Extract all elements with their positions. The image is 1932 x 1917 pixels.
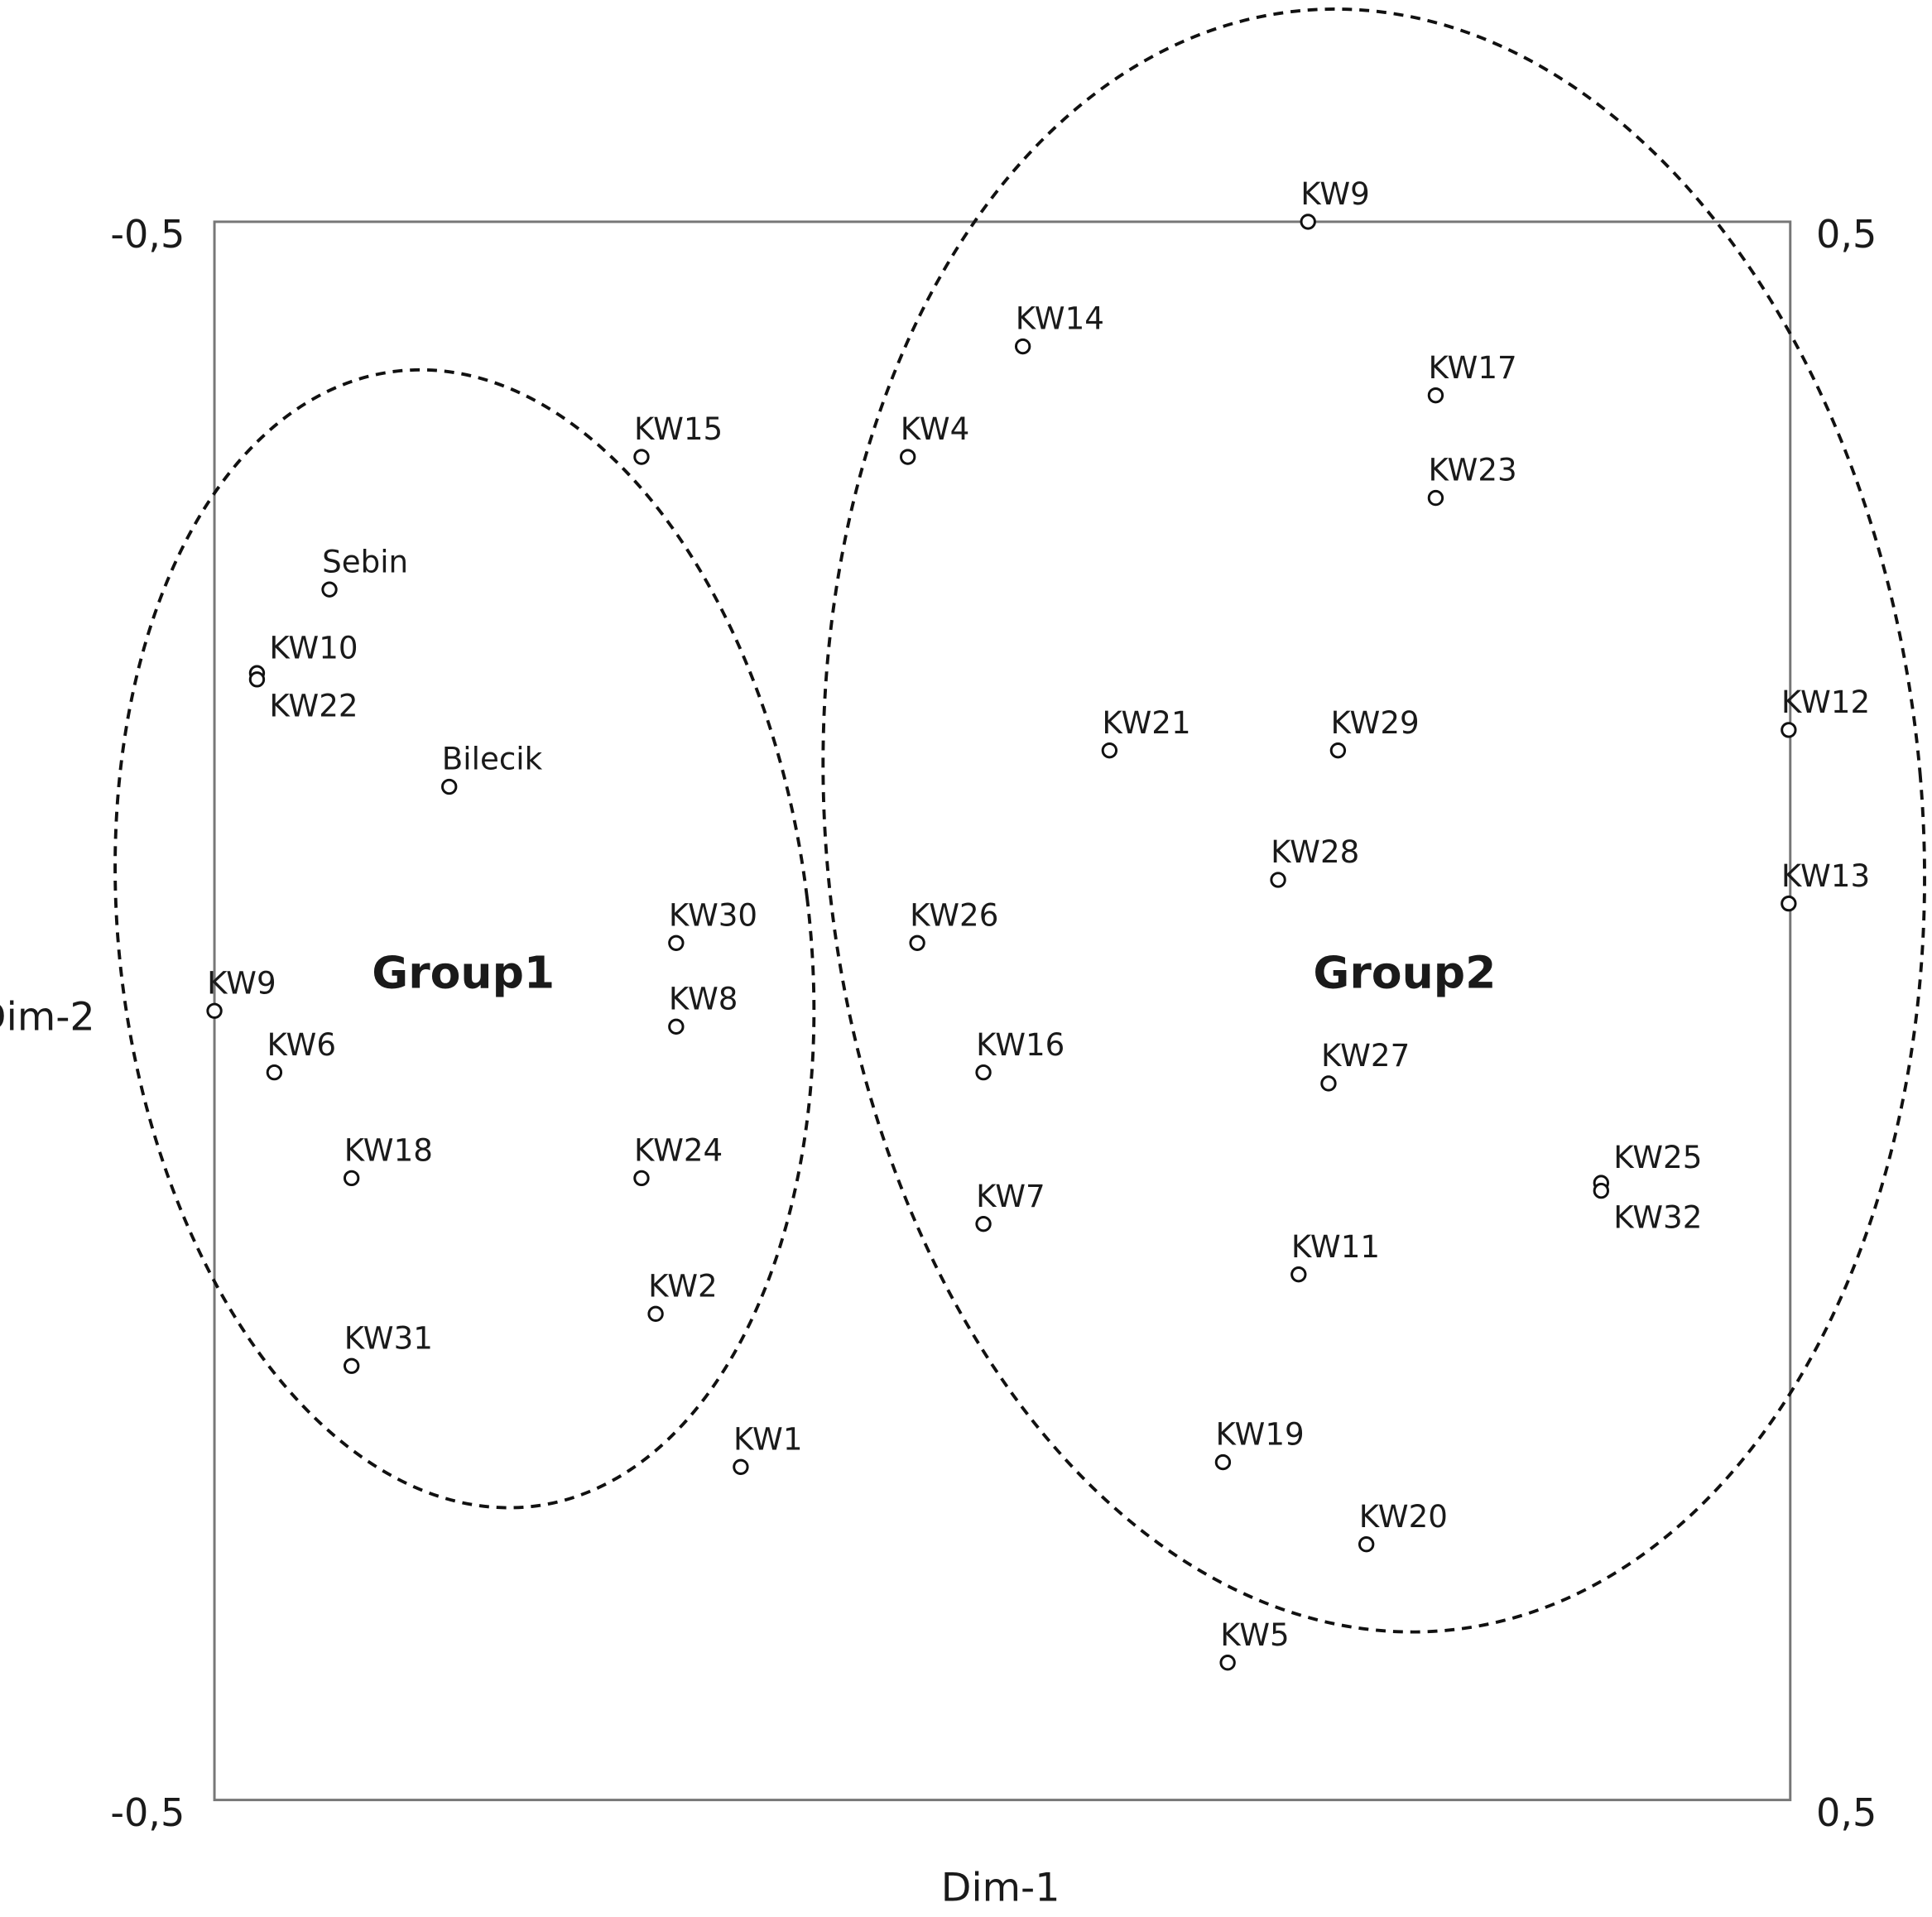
data-label: KW9 bbox=[207, 964, 276, 1001]
data-point bbox=[344, 1170, 360, 1187]
data-point bbox=[321, 581, 338, 598]
data-label: KW22 bbox=[269, 688, 358, 724]
data-label: KW17 bbox=[1428, 349, 1516, 386]
data-point bbox=[1290, 1266, 1307, 1283]
data-label: KW14 bbox=[1016, 300, 1104, 337]
data-point bbox=[441, 778, 458, 795]
data-label: KW15 bbox=[634, 411, 723, 447]
data-label: KW16 bbox=[976, 1026, 1065, 1063]
data-point bbox=[206, 1002, 223, 1019]
data-label: KW8 bbox=[669, 980, 738, 1016]
data-point bbox=[1270, 872, 1286, 888]
plot-frame bbox=[213, 220, 1792, 1802]
data-point bbox=[1781, 722, 1797, 738]
data-point bbox=[733, 1458, 749, 1475]
group-label-group1: Group1 bbox=[372, 947, 555, 999]
data-point bbox=[647, 1305, 664, 1323]
data-point bbox=[1300, 214, 1316, 230]
data-point bbox=[1014, 338, 1031, 355]
data-label: KW25 bbox=[1613, 1139, 1702, 1175]
data-point bbox=[248, 671, 266, 688]
data-label: KW13 bbox=[1781, 858, 1870, 894]
data-point bbox=[1427, 489, 1444, 507]
data-label: KW21 bbox=[1102, 704, 1190, 741]
data-point bbox=[975, 1215, 992, 1232]
data-point bbox=[668, 934, 685, 951]
data-label: Sebin bbox=[322, 543, 408, 579]
data-point bbox=[1101, 742, 1118, 759]
corner-label-bottom-left: -0,5 bbox=[110, 1790, 185, 1835]
data-point bbox=[1219, 1655, 1236, 1671]
data-label: KW28 bbox=[1271, 834, 1359, 870]
data-label: KW19 bbox=[1215, 1416, 1304, 1453]
data-point bbox=[266, 1064, 283, 1081]
data-label: KW20 bbox=[1359, 1498, 1448, 1535]
data-label: KW1 bbox=[733, 1420, 803, 1457]
data-point bbox=[1214, 1453, 1232, 1471]
data-label: KW18 bbox=[344, 1132, 433, 1169]
data-point bbox=[1427, 387, 1444, 404]
data-label: KW24 bbox=[634, 1132, 723, 1169]
data-point bbox=[633, 1170, 650, 1187]
data-label: KW12 bbox=[1781, 684, 1870, 720]
data-label: Bilecik bbox=[442, 741, 543, 777]
data-point bbox=[1329, 742, 1347, 759]
corner-label-bottom-right: 0,5 bbox=[1816, 1790, 1877, 1835]
data-label: KW26 bbox=[910, 896, 998, 933]
corner-label-top-right: 0,5 bbox=[1816, 212, 1877, 257]
data-point bbox=[633, 449, 650, 465]
data-label: KW10 bbox=[269, 629, 358, 665]
data-point bbox=[1593, 1182, 1609, 1199]
data-point bbox=[1358, 1536, 1375, 1553]
group-ellipse-group2 bbox=[821, 7, 1926, 1634]
data-point bbox=[344, 1357, 360, 1374]
data-label: KW31 bbox=[344, 1319, 433, 1356]
data-label: KW9 bbox=[1300, 175, 1370, 212]
y-axis-label: Dim-2 bbox=[0, 994, 95, 1040]
data-point bbox=[1320, 1075, 1337, 1092]
data-point bbox=[1781, 895, 1797, 912]
data-label: KW6 bbox=[267, 1026, 336, 1063]
data-label: KW5 bbox=[1220, 1617, 1290, 1653]
data-label: KW23 bbox=[1428, 452, 1516, 488]
group-label-group2: Group2 bbox=[1313, 947, 1496, 999]
corner-label-top-left: -0,5 bbox=[110, 212, 185, 257]
data-label: KW11 bbox=[1291, 1228, 1380, 1265]
data-point bbox=[668, 1018, 685, 1035]
data-label: KW2 bbox=[648, 1268, 718, 1304]
data-point bbox=[900, 449, 916, 465]
data-label: KW27 bbox=[1321, 1037, 1410, 1074]
group-ellipse-group1 bbox=[113, 368, 816, 1510]
data-label: KW7 bbox=[976, 1178, 1045, 1214]
data-label: KW29 bbox=[1330, 704, 1419, 741]
data-label: KW30 bbox=[669, 896, 757, 933]
data-point bbox=[975, 1064, 992, 1081]
data-point bbox=[909, 934, 925, 951]
data-label: KW4 bbox=[901, 411, 970, 447]
x-axis-label: Dim-1 bbox=[941, 1866, 1060, 1911]
data-label: KW32 bbox=[1613, 1199, 1702, 1235]
